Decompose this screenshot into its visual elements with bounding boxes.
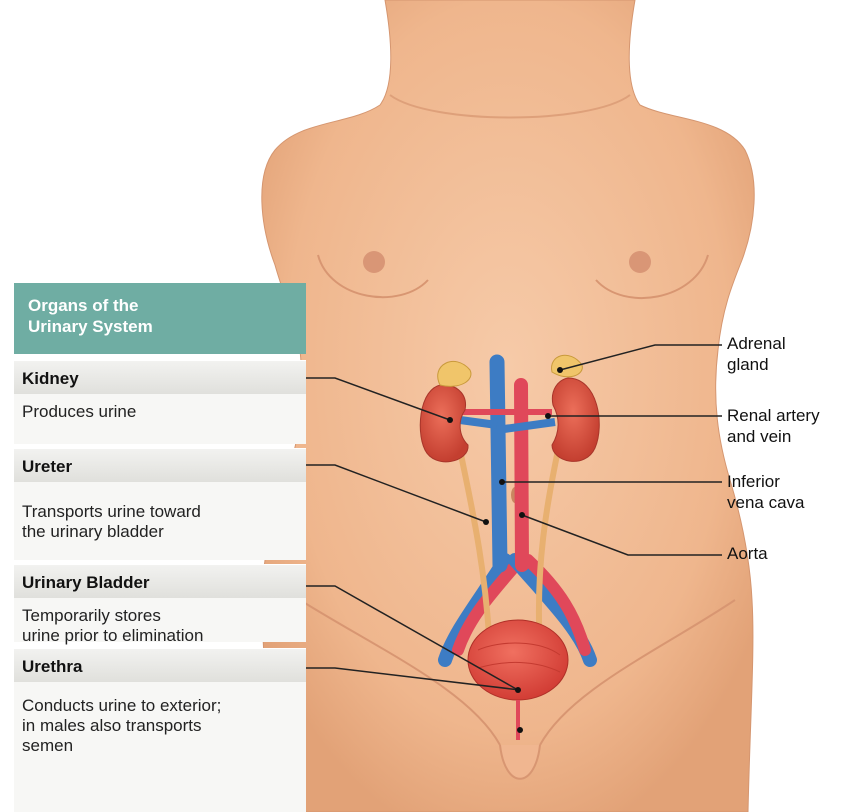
label-line: Renal artery bbox=[727, 405, 820, 426]
section-desc-line: semen bbox=[22, 736, 306, 756]
left-nipple bbox=[363, 251, 385, 273]
label-inferior-vena-cava: Inferior vena cava bbox=[727, 471, 805, 513]
section-desc-line: Produces urine bbox=[22, 402, 306, 422]
label-aorta: Aorta bbox=[727, 543, 768, 564]
section-desc-line: Transports urine toward bbox=[22, 502, 306, 522]
panel-header: Organs of the Urinary System bbox=[14, 283, 306, 354]
section-desc-kidney: Produces urine bbox=[14, 394, 306, 444]
panel-title-line2: Urinary System bbox=[28, 316, 306, 337]
label-adrenal-gland: Adrenal gland bbox=[727, 333, 786, 375]
section-desc-line: Temporarily stores bbox=[22, 606, 306, 626]
label-line: gland bbox=[727, 354, 786, 375]
section-title-kidney: Kidney bbox=[14, 360, 306, 394]
right-nipple bbox=[629, 251, 651, 273]
label-line: Adrenal bbox=[727, 333, 786, 354]
section-desc-urethra: Conducts urine to exterior; in males als… bbox=[14, 682, 306, 812]
section-desc-line: in males also transports bbox=[22, 716, 306, 736]
section-desc-urinary-bladder: Temporarily stores urine prior to elimin… bbox=[14, 598, 306, 642]
section-title-urethra: Urethra bbox=[14, 648, 306, 682]
section-title-ureter: Ureter bbox=[14, 448, 306, 482]
renal-vein-left bbox=[460, 420, 497, 425]
section-title-urinary-bladder: Urinary Bladder bbox=[14, 564, 306, 598]
label-line: Inferior bbox=[727, 471, 805, 492]
section-desc-line: the urinary bladder bbox=[22, 522, 306, 542]
section-desc-line: Conducts urine to exterior; bbox=[22, 696, 306, 716]
label-line: and vein bbox=[727, 426, 820, 447]
section-desc-line: urine prior to elimination bbox=[22, 626, 306, 646]
label-line: Aorta bbox=[727, 543, 768, 564]
panel-title-line1: Organs of the bbox=[28, 295, 306, 316]
label-renal-artery-vein: Renal artery and vein bbox=[727, 405, 820, 447]
section-desc-ureter: Transports urine toward the urinary blad… bbox=[14, 482, 306, 560]
label-line: vena cava bbox=[727, 492, 805, 513]
inferior-vena-cava bbox=[497, 362, 500, 565]
